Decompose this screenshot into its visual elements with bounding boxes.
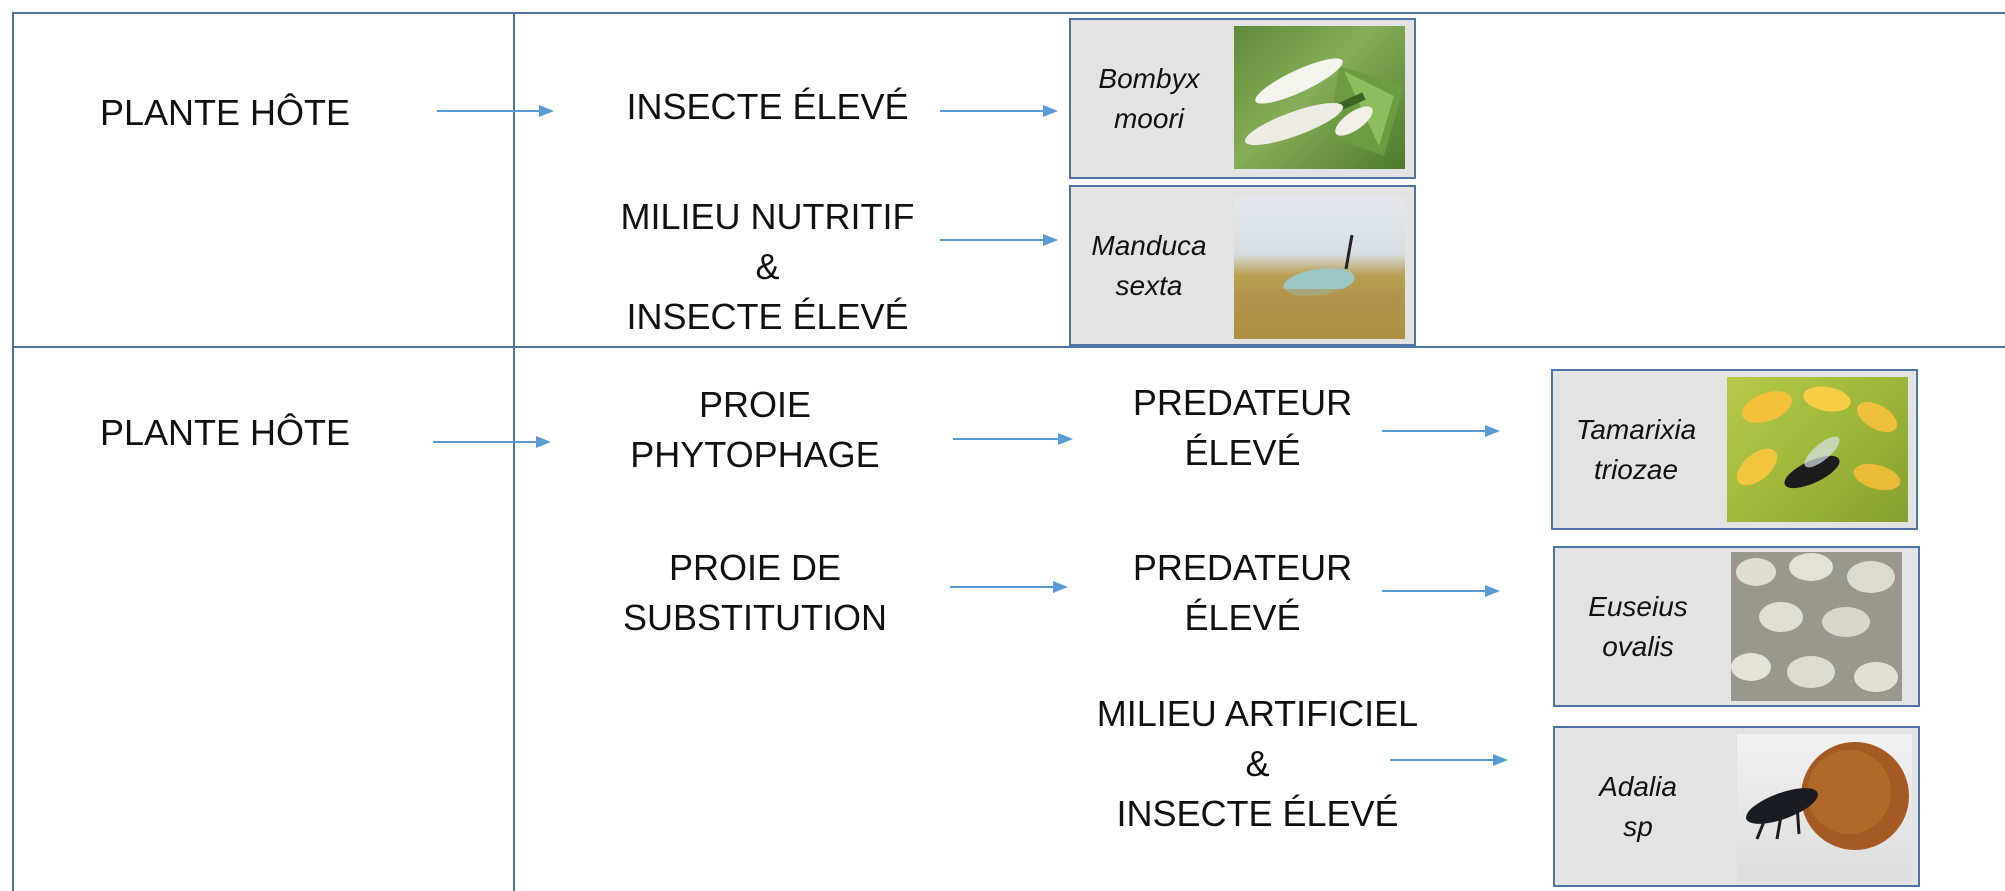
arrow-to-bombyx-card	[940, 105, 1058, 117]
wasp-on-psyllid-nymphs-photo-icon	[1727, 377, 1908, 522]
silkworm-larvae-photo-icon	[1234, 26, 1405, 169]
caterpillar-on-diet-photo-icon	[1234, 197, 1405, 339]
species-card-euseius-ovalis: Euseius ovalis	[1553, 546, 1920, 707]
mite-eggs-photo-icon	[1731, 552, 1902, 701]
species-name: Bombyx moori	[1079, 20, 1219, 177]
row-divider	[12, 346, 2005, 348]
arrow-to-euseius-card	[1382, 585, 1500, 597]
species-card-bombyx-moori: Bombyx moori	[1069, 18, 1416, 179]
step-label-proie-phytophage: PROIE PHYTOPHAGE	[560, 380, 950, 480]
table-left-border	[12, 12, 14, 891]
step-label-milieu-artificiel: MILIEU ARTIFICIEL & INSECTE ÉLEVÉ	[1075, 689, 1440, 839]
step-label-predateur-eleve-1: PREDATEUR ÉLEVÉ	[1075, 378, 1410, 478]
ladybird-larva-photo-icon	[1737, 734, 1912, 881]
step-label-proie-de-substitution: PROIE DE SUBSTITUTION	[560, 543, 950, 643]
species-card-manduca-sexta: Manduca sexta	[1069, 185, 1416, 346]
arrow-prey-to-predator-1	[953, 433, 1073, 445]
species-card-tamarixia-triozae: Tamarixia triozae	[1551, 369, 1918, 530]
source-label-row-1: PLANTE HÔTE	[60, 88, 390, 138]
species-name: Manduca sexta	[1079, 187, 1219, 344]
table-top-border	[12, 12, 2005, 14]
arrow-source-to-insect-row-1	[437, 105, 554, 117]
species-name: Tamarixia triozae	[1561, 371, 1711, 528]
step-label-insecte-eleve: INSECTE ÉLEVÉ	[560, 82, 975, 132]
source-label-row-2: PLANTE HÔTE	[60, 408, 390, 458]
arrow-prey-to-predator-2	[950, 581, 1068, 593]
species-name: Euseius ovalis	[1563, 548, 1713, 705]
arrow-source-to-prey-row-2	[433, 436, 551, 448]
step-label-milieu-nutritif: MILIEU NUTRITIF & INSECTE ÉLEVÉ	[560, 192, 975, 342]
arrow-to-adalia-card	[1390, 754, 1508, 766]
arrow-to-manduca-card	[940, 234, 1058, 246]
arrow-to-tamarixia-card	[1382, 425, 1500, 437]
column-divider	[513, 12, 515, 891]
step-label-predateur-eleve-2: PREDATEUR ÉLEVÉ	[1075, 543, 1410, 643]
species-card-adalia-sp: Adalia sp	[1553, 726, 1920, 887]
species-name: Adalia sp	[1563, 728, 1713, 885]
